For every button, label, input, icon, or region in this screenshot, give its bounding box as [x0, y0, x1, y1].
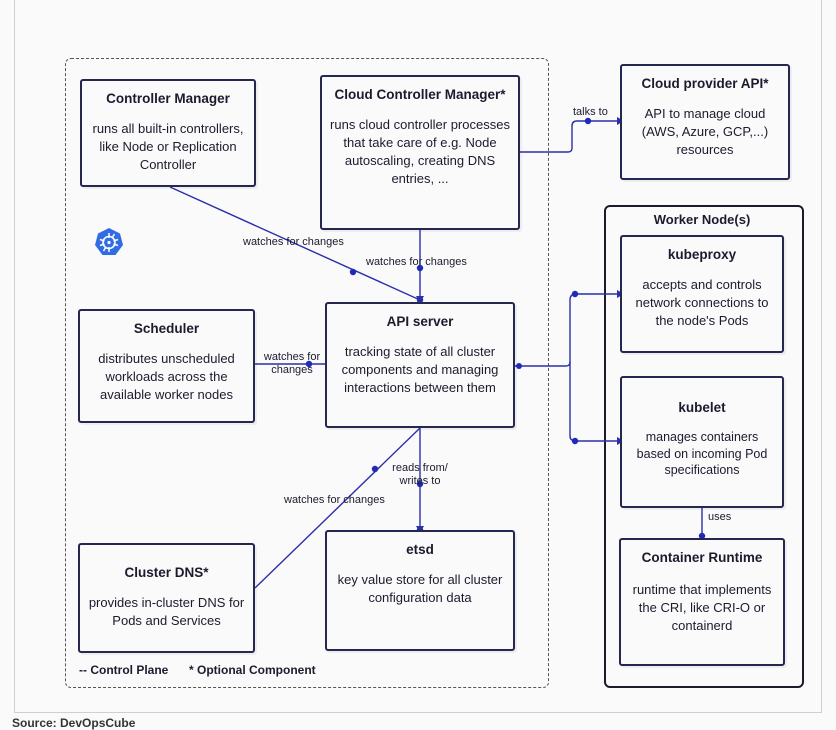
edge-dot: [571, 437, 579, 445]
kubernetes-logo-icon: [95, 228, 123, 255]
etcd-title: etsd: [406, 542, 434, 557]
scheduler-box[interactable]: Scheduler distributes unscheduled worklo…: [78, 309, 255, 423]
edge-dot: [416, 480, 424, 488]
api-server-box[interactable]: API server tracking state of all cluster…: [325, 302, 515, 428]
container-runtime-box[interactable]: Container Runtime runtime that implement…: [619, 538, 785, 666]
kubelet-desc: manages containers based on incoming Pod…: [636, 430, 768, 477]
cloud-provider-api-title: Cloud provider API*: [641, 76, 769, 91]
source-credit: Source: DevOpsCube: [12, 716, 136, 730]
edge-controller-manager-api: [169, 186, 421, 301]
cloud-provider-api-desc: API to manage cloud (AWS, Azure, GCP,...…: [641, 106, 769, 157]
edge-dot: [698, 532, 706, 540]
controller-manager-desc: runs all built-in controllers, like Node…: [92, 121, 244, 172]
scheduler-desc: distributes unscheduled workloads across…: [98, 351, 235, 402]
kubeproxy-box[interactable]: kubeproxy accepts and controls network c…: [620, 235, 784, 353]
legend-control-plane: -- Control Plane: [79, 663, 169, 677]
edge-label-watches-ccm: watches for changes: [366, 256, 467, 268]
api-server-desc: tracking state of all cluster components…: [341, 344, 499, 395]
kubeproxy-title: kubeproxy: [667, 247, 737, 262]
cloud-controller-manager-desc: runs cloud controller processes that tak…: [330, 117, 510, 186]
cluster-dns-desc: provides in-cluster DNS for Pods and Ser…: [88, 595, 245, 628]
edge-dot: [584, 117, 592, 125]
cloud-controller-manager-title: Cloud Controller Manager*: [334, 87, 506, 102]
edge-dns-api: [254, 427, 421, 589]
container-runtime-title: Container Runtime: [641, 550, 763, 565]
edge-dot: [416, 264, 424, 272]
edge-dot: [349, 268, 357, 276]
cluster-dns-title: Cluster DNS*: [124, 565, 209, 580]
api-server-title: API server: [386, 314, 454, 329]
edge-dot: [516, 363, 522, 369]
cloud-provider-api-box[interactable]: Cloud provider API* API to manage cloud …: [620, 64, 790, 180]
etcd-desc: key value store for all cluster configur…: [337, 572, 503, 605]
edge-dot: [371, 465, 379, 473]
edge-label-talks-to: talks to: [573, 106, 608, 118]
kubelet-title: kubelet: [678, 400, 726, 415]
arrow-head: [416, 296, 424, 303]
controller-manager-box[interactable]: Controller Manager runs all built-in con…: [80, 79, 256, 187]
scheduler-title: Scheduler: [133, 321, 200, 336]
edge-dot: [305, 360, 313, 368]
arrow-head: [416, 526, 424, 533]
container-runtime-desc: runtime that implements the CRI, like CR…: [632, 582, 772, 633]
edge-label-watches-cm: watches for changes: [243, 236, 344, 248]
etcd-box[interactable]: etsd key value store for all cluster con…: [325, 530, 515, 651]
edge-api-kubelet: [569, 362, 620, 442]
control-plane-boundary: [65, 58, 549, 688]
edge-label-watches-sched: watches for changes: [263, 351, 321, 376]
controller-manager-title: Controller Manager: [106, 91, 230, 106]
edge-ccm-cloud-api: [520, 120, 620, 153]
edge-dot: [571, 290, 579, 298]
cloud-controller-manager-box[interactable]: Cloud Controller Manager* runs cloud con…: [320, 75, 520, 230]
edge-label-uses: uses: [708, 511, 732, 523]
legend-optional: * Optional Component: [189, 663, 316, 677]
edge-label-reads-writes: reads from/ writes to: [392, 462, 448, 487]
worker-node-title: Worker Node(s): [653, 212, 751, 227]
edge-label-watches-dns: watches for changes: [284, 494, 385, 506]
kubelet-box[interactable]: kubelet manages containers based on inco…: [620, 376, 784, 508]
kubeproxy-desc: accepts and controls network connections…: [635, 277, 769, 328]
cluster-dns-box[interactable]: Cluster DNS* provides in-cluster DNS for…: [78, 543, 255, 653]
edge-api-worker: [515, 293, 620, 367]
